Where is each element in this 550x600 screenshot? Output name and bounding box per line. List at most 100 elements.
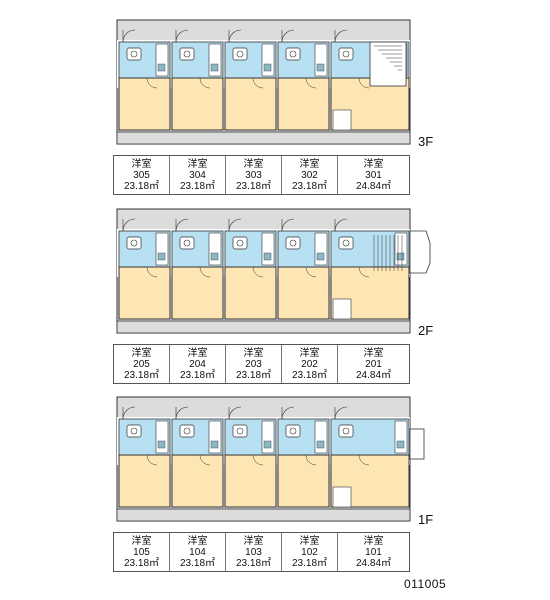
interior-door-swing-icon xyxy=(146,77,158,89)
unit-area: 23.18㎡ xyxy=(179,557,216,569)
sink-icon xyxy=(396,440,405,449)
interior-door-swing-icon xyxy=(305,454,317,466)
unit-cell[interactable]: 洋室 205 23.18㎡ xyxy=(114,345,170,383)
unit-area: 23.18㎡ xyxy=(123,557,160,569)
unit-number: 204 xyxy=(189,358,206,370)
sink-icon xyxy=(396,252,405,261)
kitchen-counter xyxy=(394,420,408,454)
basin-icon xyxy=(289,50,297,58)
toilet-icon xyxy=(338,47,354,61)
unit-area: 23.18㎡ xyxy=(123,180,160,192)
unit-area: 23.18㎡ xyxy=(291,557,328,569)
unit-cell[interactable]: 洋室 301 24.84㎡ xyxy=(338,156,409,194)
unit-cell[interactable]: 洋室 303 23.18㎡ xyxy=(226,156,282,194)
bay-balcony xyxy=(409,230,431,274)
interior-door-swing-icon xyxy=(305,266,317,278)
unit-number: 304 xyxy=(189,169,206,181)
sink-icon xyxy=(316,440,325,449)
unit-cell[interactable]: 洋室 102 23.18㎡ xyxy=(282,533,338,571)
unit-cell[interactable]: 洋室 304 23.18㎡ xyxy=(170,156,226,194)
basin-icon xyxy=(183,50,191,58)
unit-type: 洋室 xyxy=(299,347,320,359)
basin-icon xyxy=(342,50,350,58)
toilet-icon xyxy=(179,236,195,250)
unit-cell[interactable]: 洋室 201 24.84㎡ xyxy=(338,345,409,383)
closet xyxy=(332,109,352,131)
main-room xyxy=(118,77,171,131)
sink-icon xyxy=(157,252,166,261)
unit-type: 洋室 xyxy=(187,535,208,547)
floor-plan-2f xyxy=(116,208,431,334)
unit-area: 23.18㎡ xyxy=(179,369,216,381)
unit-area: 23.18㎡ xyxy=(235,557,272,569)
unit-number: 105 xyxy=(133,546,150,558)
unit-cell[interactable]: 洋室 104 23.18㎡ xyxy=(170,533,226,571)
unit-type: 洋室 xyxy=(187,158,208,170)
basin-icon xyxy=(342,427,350,435)
unit-type: 洋室 xyxy=(299,158,320,170)
basin-icon xyxy=(130,239,138,247)
main-room xyxy=(277,266,330,320)
unit-type: 洋室 xyxy=(131,158,152,170)
sink-icon xyxy=(263,63,272,72)
unit-area: 23.18㎡ xyxy=(235,180,272,192)
unit-area: 24.84㎡ xyxy=(355,180,392,192)
sink-icon xyxy=(316,63,325,72)
floor-plan-3f xyxy=(116,19,411,145)
main-room xyxy=(171,454,224,508)
unit-cell[interactable]: 洋室 204 23.18㎡ xyxy=(170,345,226,383)
main-room xyxy=(171,77,224,131)
interior-door-swing-icon xyxy=(358,77,370,89)
main-room xyxy=(224,266,277,320)
unit-type: 洋室 xyxy=(363,347,384,359)
interior-door-swing-icon xyxy=(199,454,211,466)
interior-door-swing-icon xyxy=(199,77,211,89)
closet xyxy=(332,298,352,320)
toilet-icon xyxy=(126,236,142,250)
unit-cell[interactable]: 洋室 202 23.18㎡ xyxy=(282,345,338,383)
unit-cell[interactable]: 洋室 203 23.18㎡ xyxy=(226,345,282,383)
unit-cell[interactable]: 洋室 105 23.18㎡ xyxy=(114,533,170,571)
unit-type: 洋室 xyxy=(363,535,384,547)
interior-door-swing-icon xyxy=(358,454,370,466)
unit-area: 24.84㎡ xyxy=(355,369,392,381)
unit-table-1f: 洋室 105 23.18㎡ 洋室 104 23.18㎡ 洋室 103 23.18… xyxy=(113,532,410,572)
unit-cell[interactable]: 洋室 101 24.84㎡ xyxy=(338,533,409,571)
main-room xyxy=(171,266,224,320)
main-room xyxy=(277,77,330,131)
unit-type: 洋室 xyxy=(363,158,384,170)
sink-icon xyxy=(157,440,166,449)
kitchen-counter xyxy=(208,232,222,266)
toilet-icon xyxy=(179,47,195,61)
floor-label-1f: 1F xyxy=(418,512,434,527)
closet xyxy=(332,486,352,508)
basin-icon xyxy=(236,50,244,58)
unit-area: 23.18㎡ xyxy=(291,369,328,381)
main-room xyxy=(224,454,277,508)
toilet-icon xyxy=(232,424,248,438)
sink-icon xyxy=(263,440,272,449)
basin-icon xyxy=(236,239,244,247)
kitchen-counter xyxy=(261,420,275,454)
side-landing xyxy=(409,428,425,460)
unit-number: 104 xyxy=(189,546,206,558)
unit-cell[interactable]: 洋室 305 23.18㎡ xyxy=(114,156,170,194)
toilet-icon xyxy=(285,236,301,250)
unit-cell[interactable]: 洋室 302 23.18㎡ xyxy=(282,156,338,194)
kitchen-counter xyxy=(394,232,408,266)
interior-door-swing-icon xyxy=(146,454,158,466)
toilet-icon xyxy=(338,236,354,250)
unit-cell[interactable]: 洋室 103 23.18㎡ xyxy=(226,533,282,571)
basin-icon xyxy=(183,427,191,435)
basin-icon xyxy=(236,427,244,435)
basin-icon xyxy=(342,239,350,247)
unit-type: 洋室 xyxy=(131,347,152,359)
unit-number: 201 xyxy=(365,358,382,370)
main-room xyxy=(224,77,277,131)
toilet-icon xyxy=(285,47,301,61)
main-room xyxy=(330,266,410,320)
sink-icon xyxy=(316,252,325,261)
unit-type: 洋室 xyxy=(243,158,264,170)
floor-label-2f: 2F xyxy=(418,323,434,338)
